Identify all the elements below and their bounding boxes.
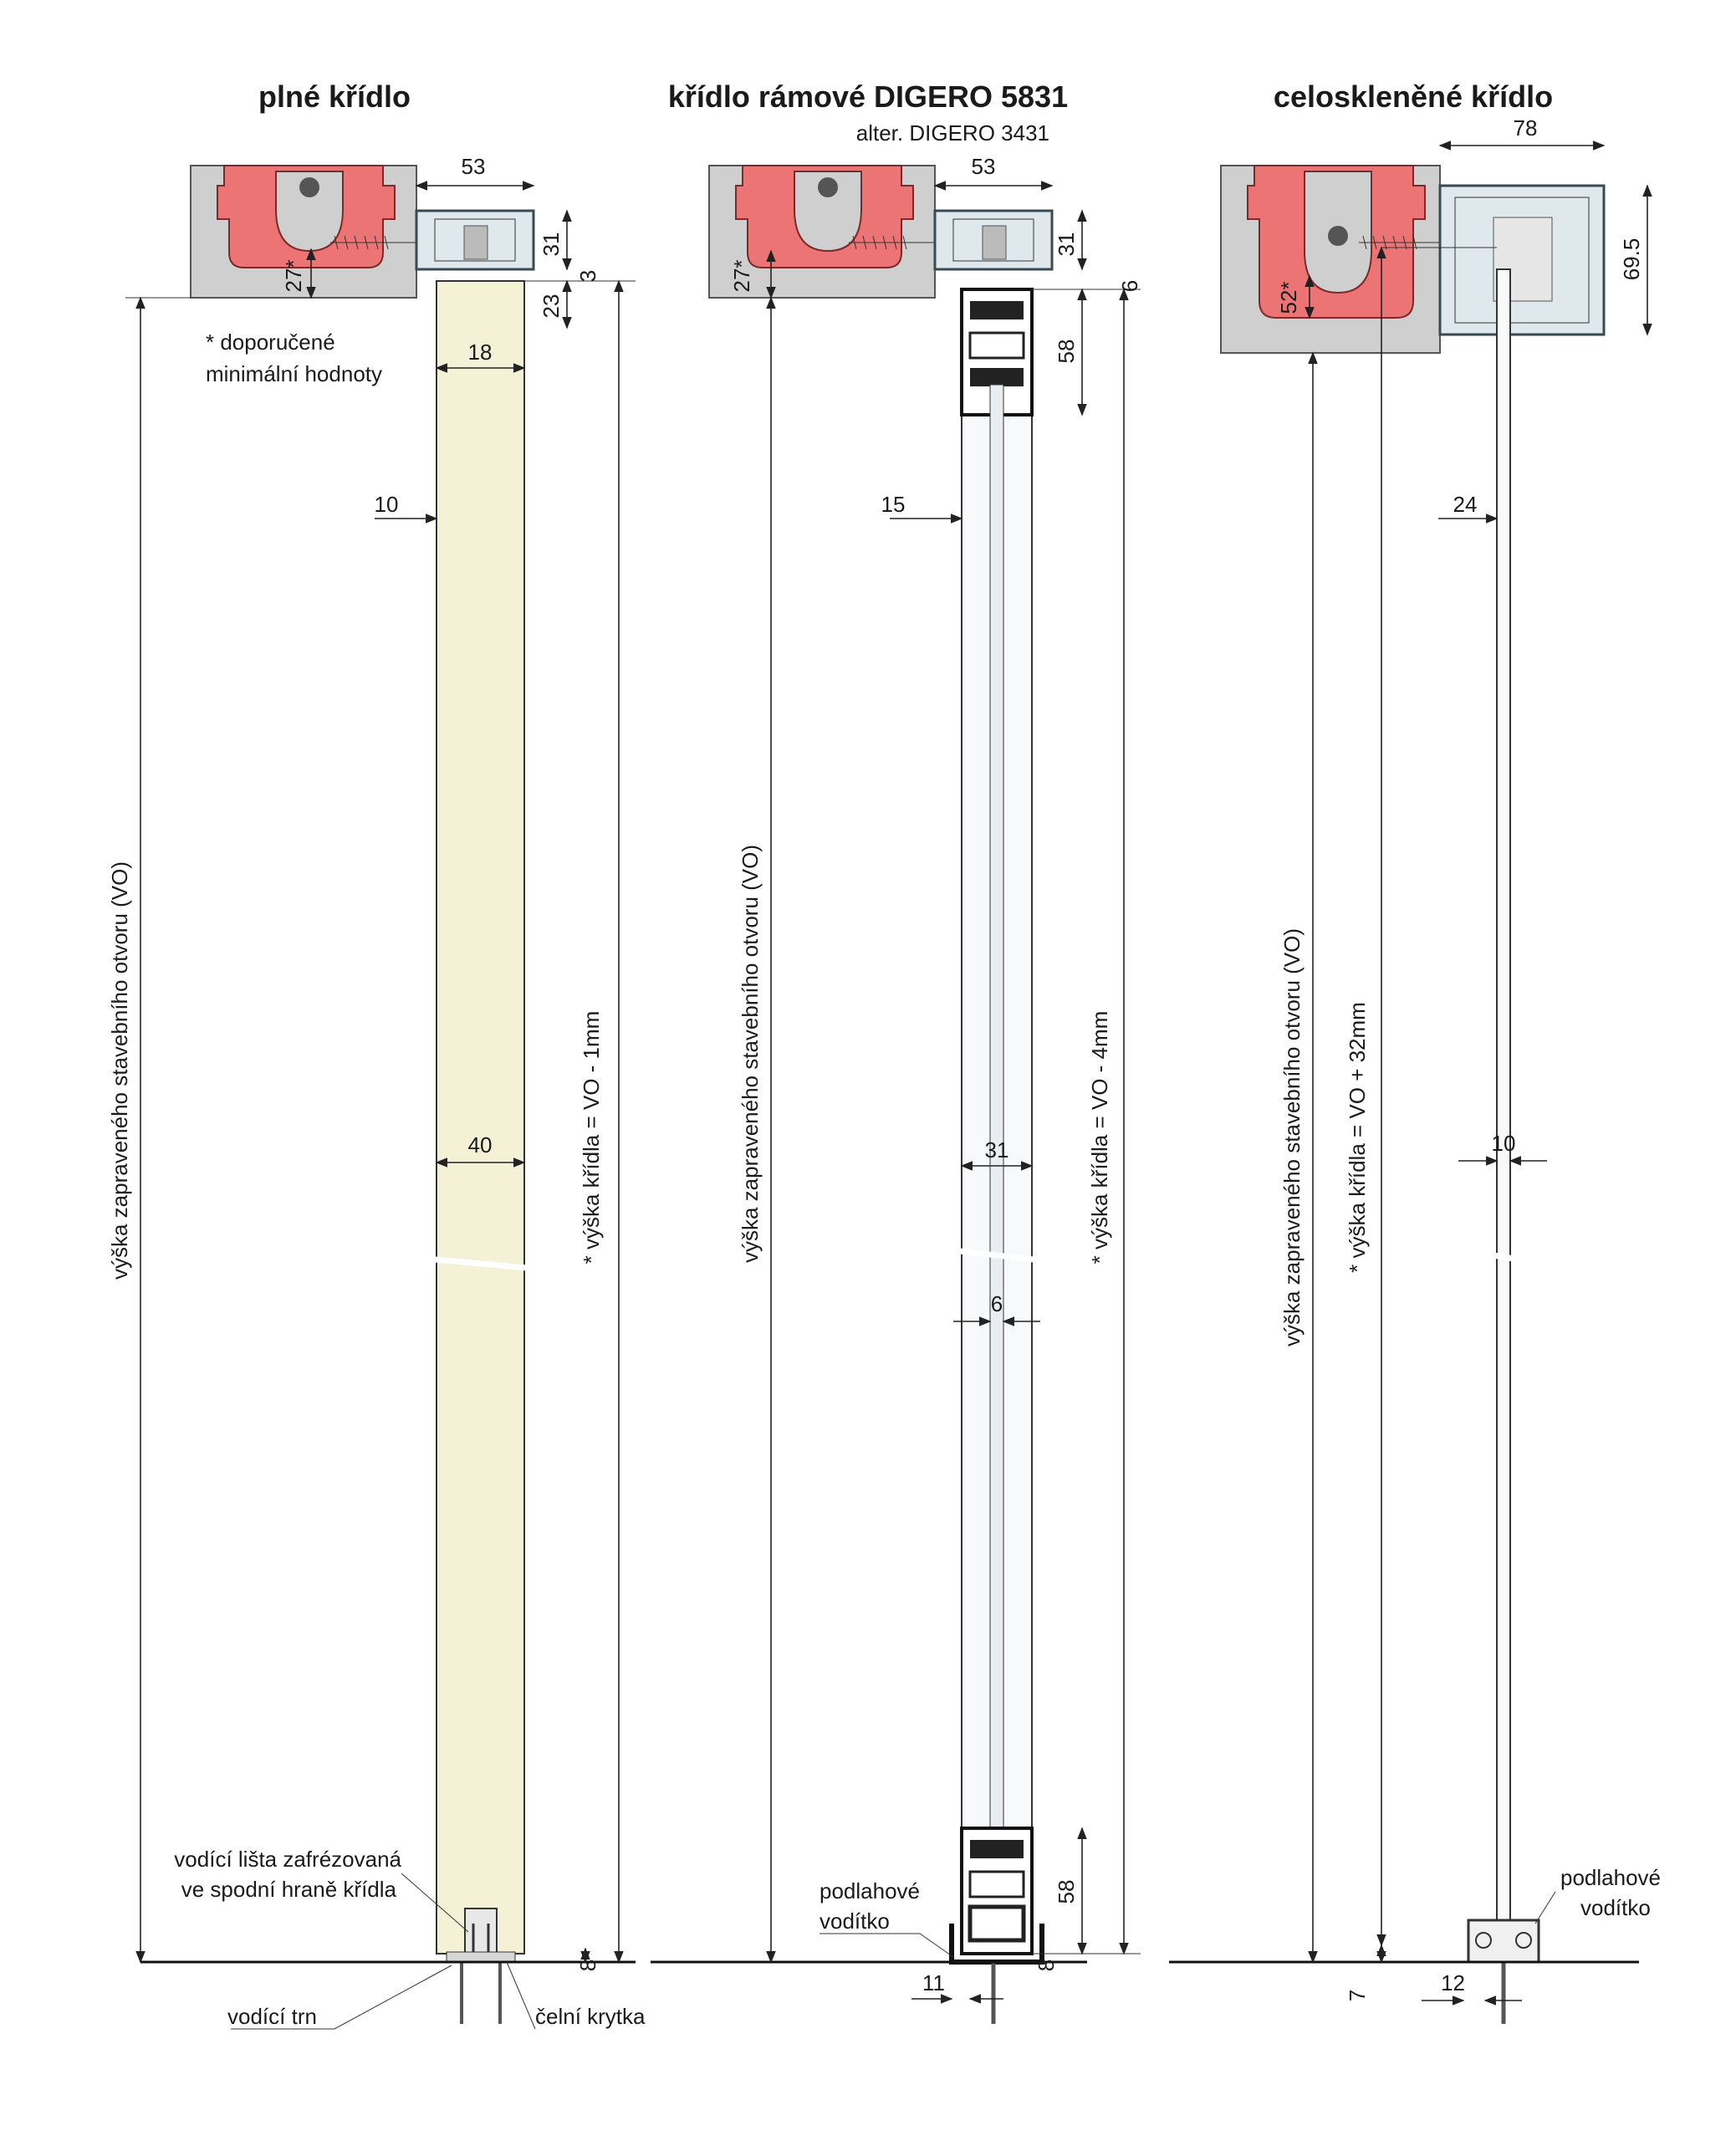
front-cover-label: čelní krytka	[535, 2004, 646, 2029]
dim-27-middle: 27*	[729, 259, 754, 292]
dim-18-left: 18	[468, 340, 493, 365]
anchor-hole-right	[1328, 226, 1348, 246]
dim-15-middle: 15	[881, 492, 906, 517]
floor-guide-middle-2: vodítko	[819, 1909, 890, 1934]
floor-guide-middle-1: podlahové	[819, 1878, 920, 1903]
dim-27-left: 27*	[281, 259, 306, 292]
anchor-hole-left	[299, 177, 319, 197]
dim-78-right: 78	[1514, 115, 1538, 141]
title-left: plné křídlo	[258, 79, 411, 114]
dim-31-left: 31	[539, 232, 564, 257]
dim-7-right: 7	[1345, 1990, 1370, 2001]
floor-guide-right-2: vodítko	[1580, 1895, 1651, 1920]
dim-6-mid-middle: 6	[991, 1291, 1003, 1316]
runner-middle	[982, 225, 1007, 260]
dim-11-middle: 11	[922, 1970, 945, 1995]
dim-52-right: 52*	[1276, 281, 1301, 314]
screw-left	[330, 235, 418, 250]
solid-wing-panel	[436, 280, 525, 1954]
dim-31-middle: 31	[1054, 232, 1079, 257]
dim-8-middle: 8	[1034, 1960, 1059, 1971]
dim-6-top-middle: 6	[1117, 280, 1142, 292]
dim-10-right: 10	[1492, 1131, 1516, 1156]
guide-rail-label-1: vodící lišta zafrézovaná	[174, 1847, 401, 1872]
title-middle-sub: alter. DIGERO 3431	[856, 120, 1049, 146]
anchor-hole-middle	[818, 177, 838, 197]
dim-12-right: 12	[1441, 1970, 1465, 1995]
section-glass-wing: výška zapraveného stavebního otvoru (VO)…	[1169, 115, 1661, 2024]
floor-guide-right-1: podlahové	[1560, 1865, 1661, 1890]
dim-10-left: 10	[375, 492, 399, 517]
dim-58-top-middle: 58	[1054, 340, 1079, 364]
height-vo-left: výška zapraveného stavebního otvoru (VO)	[107, 861, 132, 1280]
title-right: celoskleněné křídlo	[1274, 79, 1553, 114]
guide-pin-label: vodící trn	[227, 2004, 317, 2029]
pin-screws-left	[460, 1962, 502, 2024]
dim-40-left: 40	[468, 1132, 493, 1157]
dim-8-left: 8	[575, 1960, 600, 1971]
dim-53-left: 53	[462, 154, 486, 179]
screw-right	[1359, 235, 1455, 250]
note-line1: * doporučené	[206, 330, 335, 355]
title-middle: křídlo rámové DIGERO 5831	[668, 79, 1068, 114]
glass-wing-panel	[1496, 268, 1511, 1943]
height-wing-middle: * výška křídla = VO - 4mm	[1087, 1011, 1112, 1265]
section-solid-wing: výška zapraveného stavebního otvoru (VO)…	[107, 154, 646, 2030]
guide-rail-label-2: ve spodní hraně křídla	[181, 1877, 397, 1902]
note-line2: minimální hodnoty	[206, 361, 382, 386]
dim-3-left: 3	[575, 270, 600, 282]
screw-middle	[849, 235, 937, 250]
dim-58-bottom-middle: 58	[1054, 1880, 1079, 1904]
height-vo-middle: výška zapraveného stavebního otvoru (VO)	[738, 845, 763, 1263]
dim-69-5-right: 69.5	[1619, 238, 1644, 281]
dim-23-left: 23	[539, 294, 564, 319]
dim-53-middle: 53	[972, 154, 996, 179]
floor-guide-right	[1467, 1919, 1540, 1964]
bottom-guide-left	[464, 1908, 498, 1954]
dim-31-mid-middle: 31	[985, 1137, 1009, 1162]
height-vo-right: výška zapraveného stavebního otvoru (VO)	[1279, 928, 1305, 1346]
height-wing-left: * výška křídla = VO - 1mm	[579, 1011, 604, 1265]
dim-24-right: 24	[1453, 492, 1478, 517]
height-wing-right: * výška křídla = VO + 32mm	[1345, 1002, 1370, 1273]
glass-pane-middle	[989, 384, 1004, 1841]
runner-left	[463, 225, 488, 260]
section-frame-wing: výška zapraveného stavebního otvoru (VO)…	[651, 154, 1142, 2024]
